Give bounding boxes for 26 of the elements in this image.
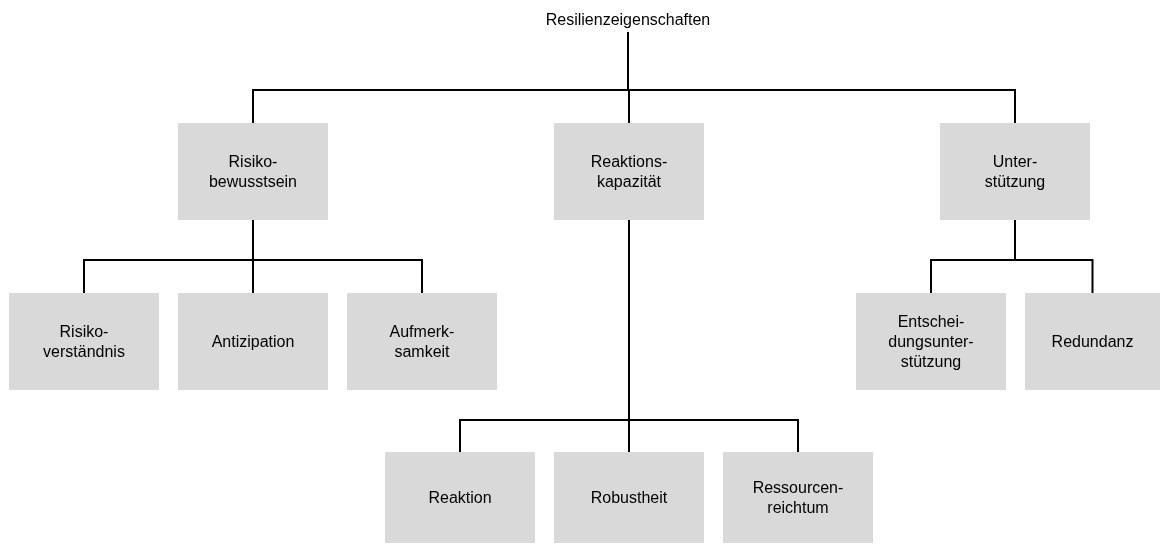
category-box [1025,293,1160,390]
category-box [723,452,873,543]
category-box [385,452,535,543]
box-text: Antizipation [210,331,296,352]
category-box [347,293,497,390]
box-text: Ressourcen- reichtum [751,477,845,518]
category-box [856,293,1006,390]
box-text: Entschei- dungsunter- stützung [887,311,975,372]
connector-line [252,219,423,294]
box-text: Risiko- bewusstsein [207,151,298,192]
connector-line [627,31,1016,124]
category-box [554,123,704,220]
root-label: Resilienzeigenschaften [528,8,728,32]
box-text: Redundanz [1050,331,1135,352]
box-text: Robustheit [589,487,669,508]
category-box [178,123,328,220]
box-text: Aufmerk- samkeit [388,321,456,362]
category-box [178,293,328,390]
box-text: Unter- stützung [983,151,1047,192]
category-box [9,293,159,390]
box-text: Risiko- verständnis [42,321,126,362]
category-box [554,452,704,543]
connector-line [1014,219,1094,294]
box-text: Reaktions- kapazität [589,151,669,192]
category-box [940,123,1090,220]
box-text: Reaktion [427,487,493,508]
